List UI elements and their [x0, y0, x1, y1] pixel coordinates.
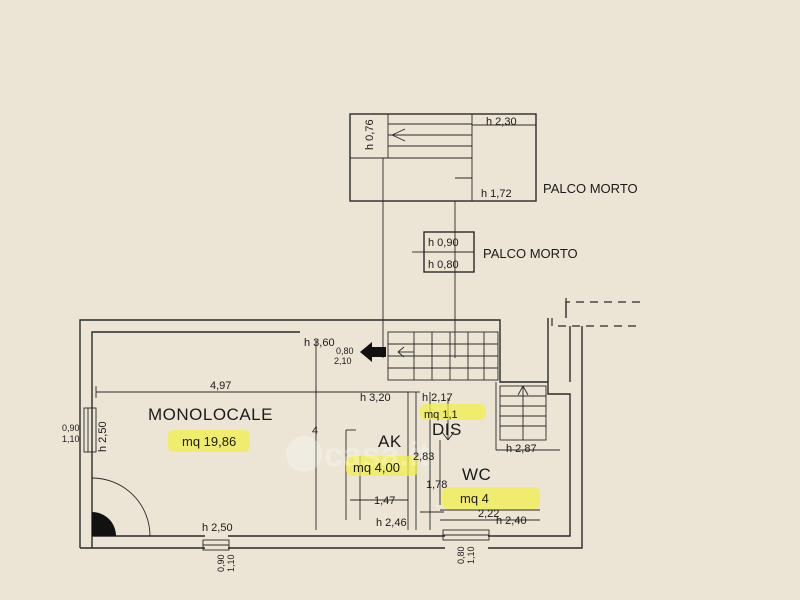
room-ak-area: mq 4,00 [353, 460, 400, 475]
label-h230: h 2,30 [486, 116, 517, 128]
highlight-wc [442, 487, 540, 509]
dim-4: 4 [312, 425, 318, 437]
mid-loft-block [412, 231, 475, 273]
dim-147: 1,47 [374, 495, 395, 507]
dim-h250-bottom: h 2,50 [202, 522, 233, 534]
dim-210: 2,10 [334, 356, 352, 366]
bottom-window-1 [202, 539, 230, 551]
room-dis-name: DIS [432, 420, 462, 439]
dimension-lines [95, 386, 444, 520]
dim-h240: h 2,40 [496, 515, 527, 527]
room-monolocale-name: MONOLOCALE [148, 405, 273, 424]
dim-h320: h 3,20 [360, 392, 391, 404]
dim-283: 2,83 [413, 451, 434, 463]
room-wc-area: mq 4 [460, 491, 489, 506]
dim-bw2-080: 0,80 [456, 546, 466, 564]
dim-win-110: 1,10 [62, 434, 80, 444]
dim-080: 0,80 [336, 346, 354, 356]
label-h090: h 0,90 [428, 237, 459, 249]
label-h080: h 0,80 [428, 259, 459, 271]
highlight-ak [346, 456, 418, 476]
door-swing [91, 477, 151, 537]
dim-178: 1,78 [426, 479, 447, 491]
dim-win-090: 0,90 [62, 423, 80, 433]
watermark: casa.it [286, 436, 430, 474]
dim-h246: h 2,46 [376, 517, 407, 529]
left-window [83, 407, 97, 453]
label-h172: h 1,72 [481, 188, 512, 200]
room-monolocale-area: mq 19,86 [182, 434, 236, 449]
room-dis-area: mq 1,1 [424, 409, 458, 421]
label-palco-morto-2: PALCO MORTO [483, 246, 578, 261]
watermark-text: casa.it [324, 436, 430, 474]
dim-h250-side: h 2,50 [97, 421, 109, 452]
small-staircase [499, 385, 547, 441]
dim-497: 4,97 [210, 380, 231, 392]
label-palco-morto-1: PALCO MORTO [543, 181, 638, 196]
dim-h360: h 3,60 [304, 337, 335, 349]
dim-h217: h 2,17 [422, 392, 453, 404]
dim-bw2-110: 1,10 [466, 546, 476, 564]
dim-bw1-090: 0,90 [216, 554, 226, 572]
upper-stair-block [349, 113, 537, 202]
main-staircase [387, 331, 499, 381]
label-h076: h 0,76 [364, 119, 376, 150]
room-ak-name: AK [378, 432, 402, 451]
dim-h287: h 2,87 [506, 443, 537, 455]
bottom-window-2 [442, 529, 490, 541]
room-wc-name: WC [462, 465, 491, 484]
dim-bw1-110: 1,10 [226, 554, 236, 572]
highlight-dis [420, 404, 486, 420]
dim-222: 2,22 [478, 508, 499, 520]
highlight-monolocale [168, 430, 250, 452]
stair-direction-arrow-icon [360, 342, 386, 362]
